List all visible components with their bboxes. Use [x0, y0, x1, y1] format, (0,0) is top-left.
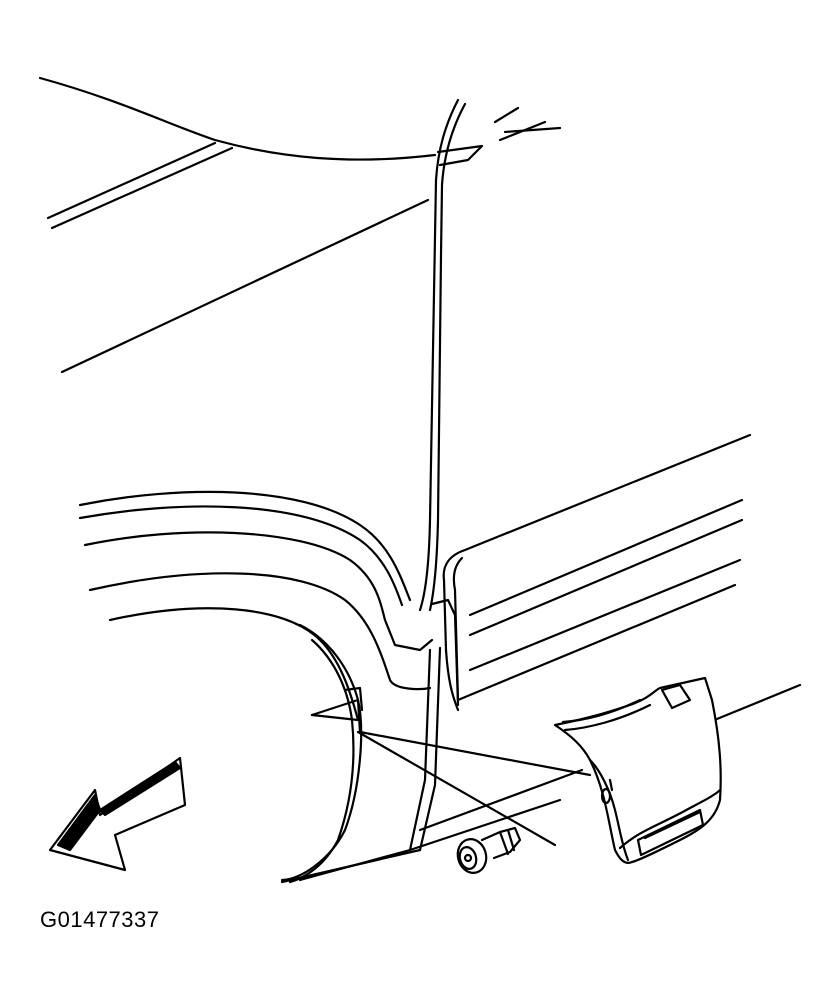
front-direction-arrow-icon [48, 756, 187, 872]
rocker-molding-end-cap-icon [553, 676, 722, 864]
leader-lines [310, 698, 592, 847]
door-seam [418, 98, 562, 612]
vehicle-roof [38, 76, 437, 374]
wheel-arch [78, 490, 434, 884]
figure-id-label: G01477337 [40, 907, 160, 932]
side-body-molding [430, 433, 752, 712]
screw-icon [456, 826, 522, 874]
